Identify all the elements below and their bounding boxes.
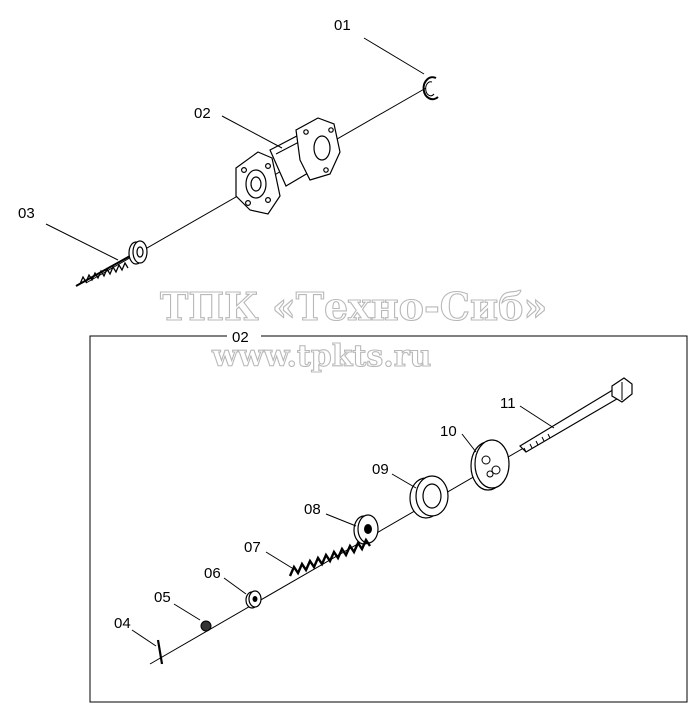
part-03-plunger-spring	[75, 240, 148, 287]
leader-04	[131, 629, 157, 647]
part-05-ball	[200, 620, 212, 632]
leader-01	[363, 37, 425, 75]
leader-11	[519, 405, 555, 429]
watermark-website: www.tpkts.ru	[211, 339, 431, 374]
leader-08	[325, 513, 357, 527]
part-04-pin	[156, 639, 164, 665]
leader-05	[173, 603, 201, 621]
callout-09: 09	[372, 461, 389, 478]
leader-10	[461, 433, 477, 453]
callout-11: 11	[500, 395, 516, 412]
callout-05: 05	[154, 589, 171, 606]
callout-10: 10	[440, 423, 457, 440]
leader-03	[45, 223, 119, 261]
frame-title-backdrop	[227, 328, 261, 342]
leader-06	[223, 577, 247, 595]
part-10-slotted-disc	[470, 439, 510, 491]
part-09-ring-bushing	[409, 475, 449, 519]
part-01-retaining-ring	[422, 76, 439, 101]
callout-03: 03	[18, 205, 35, 222]
leader-02-upper	[221, 115, 283, 149]
frame-title-02: 02	[232, 329, 249, 346]
watermark-company: ТПК «Техно-Сиб»	[160, 284, 547, 329]
part-02-cylinder-housing	[235, 117, 341, 215]
callout-02: 02	[194, 105, 211, 122]
callout-07: 07	[244, 539, 261, 556]
callout-01: 01	[334, 17, 351, 34]
part-06-nut	[245, 590, 262, 609]
leader-09	[391, 473, 417, 489]
callout-04: 04	[114, 615, 131, 632]
part-11-bolt	[519, 377, 633, 453]
part-07-spring	[288, 537, 371, 577]
detail-frame	[89, 335, 688, 703]
callout-06: 06	[204, 565, 221, 582]
leader-07	[265, 551, 293, 569]
callout-08: 08	[304, 501, 321, 518]
